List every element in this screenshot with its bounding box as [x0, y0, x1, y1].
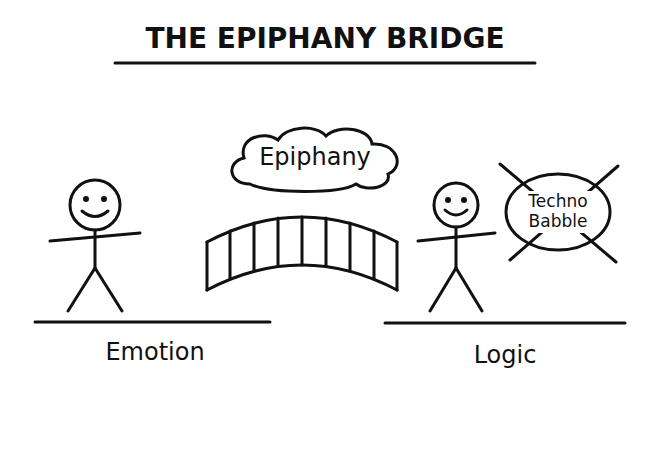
crossed-circle: Techno Babble	[504, 172, 612, 252]
diagram-title: THE EPIPHANY BRIDGE	[145, 22, 504, 55]
stick-figure-right	[418, 183, 495, 311]
node-text: Techno Babble	[519, 191, 597, 232]
thought-cloud: Epiphany	[220, 122, 410, 194]
title-underline	[115, 62, 535, 65]
node-text: Epiphany	[256, 143, 374, 173]
cloud-path	[232, 128, 397, 191]
ground-line	[35, 321, 270, 324]
ground-label: Logic	[474, 341, 537, 369]
bridge	[207, 217, 397, 290]
cross-stroke	[500, 164, 616, 262]
cross-stroke	[510, 166, 618, 260]
title-box: THE EPIPHANY BRIDGE	[0, 22, 650, 55]
ground-label: Emotion	[105, 338, 204, 366]
ground-line	[385, 322, 625, 325]
stick-figure-left	[50, 180, 140, 311]
